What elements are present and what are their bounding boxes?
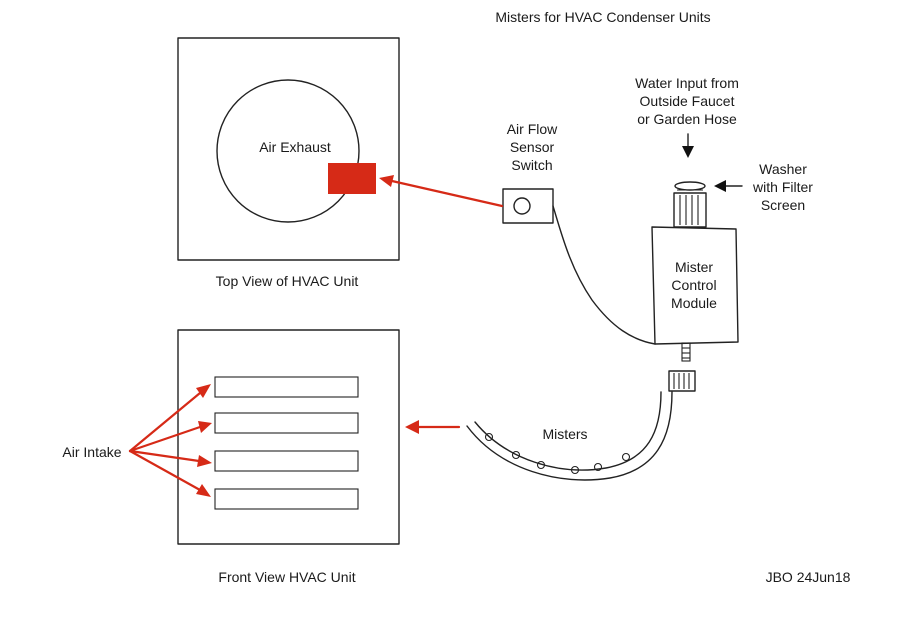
mister-control-module <box>651 226 739 345</box>
air-intake-arrow <box>128 449 202 492</box>
top-view-housing <box>177 37 400 261</box>
misters-to-unit-arrowhead <box>405 420 419 434</box>
washer-arrowhead <box>714 180 726 192</box>
mister-tube-outer <box>466 391 673 481</box>
sensor-label-line: Switch <box>511 157 552 173</box>
air-intake-arrowhead <box>196 384 211 398</box>
sensor-label-line: Air Flow <box>507 121 558 137</box>
air-flow-sensor-switch <box>502 188 554 224</box>
intake-louver <box>214 450 359 472</box>
sensor-mount-block <box>328 163 376 194</box>
module-label-line: Mister <box>675 259 713 275</box>
mister-nozzle <box>484 432 494 442</box>
front-view-housing <box>177 329 400 545</box>
intake-louver <box>214 488 359 510</box>
coupling-body <box>673 192 707 228</box>
signature: JBO 24Jun18 <box>766 569 851 585</box>
air-intake-arrow <box>128 425 202 453</box>
washer-label-line: with Filter <box>752 179 813 195</box>
module-label-line: Control <box>671 277 716 293</box>
sensor-label-line: Sensor <box>510 139 555 155</box>
outlet-stem <box>681 342 691 362</box>
module-outlet-stem <box>681 342 691 362</box>
top-view-unit: Air Exhaust <box>177 37 400 261</box>
washer-label-line: Washer <box>759 161 807 177</box>
water-input-label-line: Outside Faucet <box>640 93 735 109</box>
air-intake-label: Air Intake <box>62 444 121 460</box>
hose-coupling-top <box>673 192 707 228</box>
washer-label-line: Screen <box>761 197 805 213</box>
mister-nozzle <box>621 452 631 462</box>
mister-nozzle <box>511 450 521 460</box>
sensor-housing <box>502 188 554 224</box>
mister-tube <box>466 391 673 481</box>
air-exhaust-label: Air Exhaust <box>259 139 331 155</box>
misters-label: Misters <box>542 426 587 442</box>
module-housing <box>651 226 739 345</box>
mister-nozzle <box>593 462 603 472</box>
coupling-body <box>668 370 696 392</box>
front-view-caption: Front View HVAC Unit <box>218 569 355 585</box>
air-intake-arrowhead <box>198 421 212 433</box>
water-input-arrowhead <box>682 146 694 158</box>
mister-nozzle <box>570 465 580 475</box>
washer-disc <box>674 181 706 191</box>
sensor-dial <box>513 197 531 215</box>
top-view-caption: Top View of HVAC Unit <box>216 273 359 289</box>
module-label-line: Module <box>671 295 717 311</box>
air-intake-arrow <box>128 391 202 453</box>
washer-filter-screen <box>674 181 706 191</box>
water-input-label-line: or Garden Hose <box>637 111 737 127</box>
mister-nozzle <box>536 460 546 470</box>
air-intake-arrowhead <box>196 484 211 497</box>
sensor-to-exhaust-arrow <box>390 179 504 208</box>
intake-louver <box>214 376 359 398</box>
water-input-label-line: Water Input from <box>635 75 739 91</box>
air-intake-arrow <box>128 449 201 463</box>
intake-louver <box>214 412 359 434</box>
front-view-unit <box>177 329 400 545</box>
mister-tube-inner <box>474 391 662 471</box>
air-intake-arrows <box>128 384 212 497</box>
sensor-wire <box>552 205 656 345</box>
air-intake-arrowhead <box>197 455 212 467</box>
hose-coupling-bottom <box>668 370 696 392</box>
air-exhaust-fan-circle <box>216 79 360 223</box>
diagram-title: Misters for HVAC Condenser Units <box>495 9 710 25</box>
sensor-to-exhaust-arrowhead <box>379 175 394 187</box>
